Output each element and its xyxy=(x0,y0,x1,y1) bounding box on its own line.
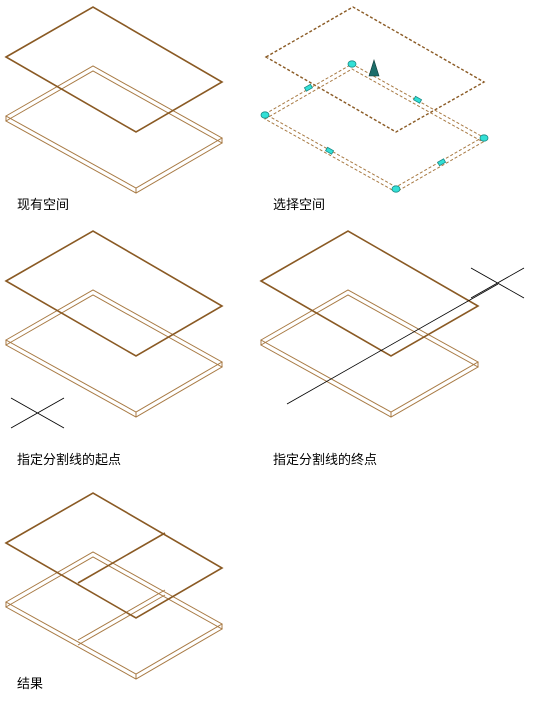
grip-edge[interactable] xyxy=(436,158,447,167)
grips xyxy=(260,60,489,193)
space-boundary-split xyxy=(4,492,224,619)
crosshair-cursor-icon xyxy=(10,397,65,429)
panel-split-start: 指定分割线的起点 xyxy=(0,225,250,468)
caption-result: 结果 xyxy=(17,677,44,692)
grip-vertex[interactable] xyxy=(260,111,270,119)
select-space-drawing xyxy=(260,6,489,193)
grip-edge[interactable] xyxy=(324,146,335,155)
floor-slab xyxy=(259,289,480,418)
space-boundary-selected xyxy=(264,6,486,133)
caption-split-start: 指定分割线的起点 xyxy=(17,453,122,468)
arrow-grip-icon[interactable] xyxy=(368,58,380,77)
split-line xyxy=(286,283,499,405)
result-drawing xyxy=(4,492,224,680)
crosshair-cursor-icon xyxy=(470,267,525,299)
floor-slab xyxy=(4,65,224,194)
grip-edge[interactable] xyxy=(303,83,314,92)
caption-existing-space: 现有空间 xyxy=(17,198,70,213)
split-start-drawing xyxy=(4,230,224,429)
floor-slab-selected xyxy=(263,63,485,193)
space-boundary xyxy=(4,6,224,133)
floor-slab-split xyxy=(4,551,224,680)
grip-edge[interactable] xyxy=(412,95,423,104)
grip-vertex[interactable] xyxy=(347,60,357,68)
panel-result: 结果 xyxy=(0,487,250,692)
existing-space-drawing xyxy=(4,6,224,194)
grip-vertex[interactable] xyxy=(479,134,489,142)
space-boundary xyxy=(4,230,224,357)
panel-select-space: 选择空间 xyxy=(258,0,508,213)
panel-split-end: 指定分割线的终点 xyxy=(258,225,525,468)
caption-select-space: 选择空间 xyxy=(273,198,326,213)
floor-slab xyxy=(4,289,224,418)
split-end-drawing xyxy=(259,230,525,418)
caption-split-end: 指定分割线的终点 xyxy=(273,453,378,468)
grip-vertex[interactable] xyxy=(391,185,401,193)
space-boundary xyxy=(259,230,480,357)
panel-existing-space: 现有空间 xyxy=(0,0,250,213)
